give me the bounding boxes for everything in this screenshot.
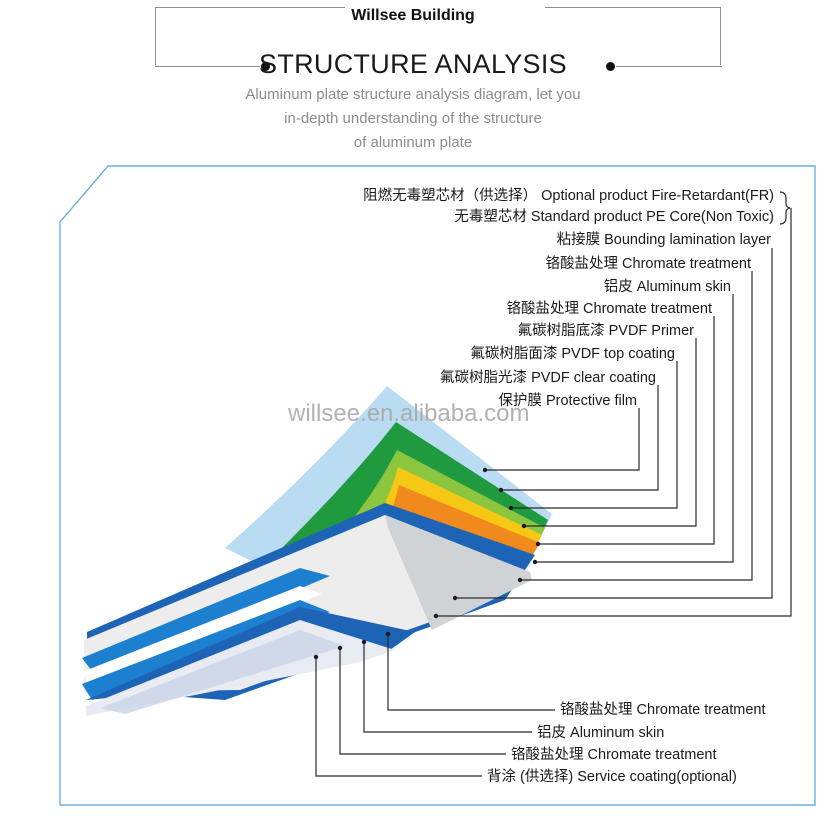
leader-chromate-2 bbox=[538, 316, 715, 545]
brand-frame-gap bbox=[345, 0, 545, 30]
leader-chromate-1 bbox=[520, 271, 753, 581]
leader-aluminum-top bbox=[535, 294, 734, 563]
leader-clear-coating-dot bbox=[498, 487, 504, 493]
leader-service-coating-dot bbox=[313, 654, 319, 660]
label-chromate-1: 铬酸盐处理 Chromate treatment bbox=[546, 255, 751, 272]
label-pe-core: 无毒塑芯材 Standard product PE Core(Non Toxic… bbox=[454, 208, 774, 225]
subtitle-line-1: Aluminum plate structure analysis diagra… bbox=[245, 86, 581, 103]
leader-chromate-1-dot bbox=[517, 577, 523, 583]
label-protective-film: 保护膜 Protective film bbox=[498, 392, 637, 409]
leader-protective-film-dot bbox=[482, 467, 488, 473]
leader-aluminum-top-dot bbox=[532, 559, 538, 565]
label-pvdf-top-coating: 氟碳树脂面漆 PVDF top coating bbox=[470, 345, 675, 362]
heading-rule-left bbox=[155, 66, 260, 67]
leader-bonding bbox=[455, 248, 773, 599]
page-title: STRUCTURE ANALYSIS bbox=[259, 49, 567, 79]
leader-top-coating bbox=[511, 361, 678, 509]
subtitle-line-3: of aluminum plate bbox=[353, 134, 473, 151]
leader-clear-coating bbox=[501, 385, 659, 491]
label-pvdf-clear-coating: 氟碳树脂光漆 PVDF clear coating bbox=[440, 369, 656, 386]
label-aluminum-skin-top: 铝皮 Aluminum skin bbox=[604, 278, 731, 295]
leader-top-coating-dot bbox=[508, 505, 514, 511]
heading-rule-right bbox=[616, 66, 722, 67]
label-service-coating: 背涂 (供选择) Service coating(optional) bbox=[487, 768, 737, 785]
heading-row: STRUCTURE ANALYSIS bbox=[0, 47, 826, 83]
leader-chromate-bottom-2-dot bbox=[337, 645, 343, 651]
label-pvdf-primer: 氟碳树脂底漆 PVDF Primer bbox=[518, 322, 695, 339]
leader-core-dot bbox=[433, 613, 439, 619]
label-bonding-layer: 粘接膜 Bounding lamination layer bbox=[557, 231, 772, 248]
leader-chromate-2-dot bbox=[535, 541, 541, 547]
diagram-frame bbox=[59, 165, 816, 806]
core-options-brace bbox=[779, 191, 791, 225]
label-fire-retardant: 阻燃无毒塑芯材（供选择） Optional product Fire-Retar… bbox=[363, 186, 774, 204]
leader-chromate-bottom-1-dot bbox=[385, 631, 391, 637]
leader-primer-dot bbox=[521, 523, 527, 529]
leader-service-coating bbox=[315, 657, 482, 777]
label-aluminum-skin-bottom: 铝皮 Aluminum skin bbox=[537, 724, 664, 741]
core-edge bbox=[385, 515, 532, 630]
leader-chromate-bottom-2 bbox=[339, 648, 506, 755]
leader-aluminum-bottom-dot bbox=[361, 639, 367, 645]
leader-core bbox=[436, 208, 792, 617]
leader-bonding-dot bbox=[452, 595, 458, 601]
heading-dot-right bbox=[606, 62, 615, 71]
heading-dot-left bbox=[261, 62, 270, 71]
leader-aluminum-bottom bbox=[363, 642, 532, 733]
label-chromate-2: 铬酸盐处理 Chromate treatment bbox=[507, 300, 712, 317]
leader-chromate-bottom-1 bbox=[387, 634, 555, 711]
printed-film-pattern bbox=[100, 630, 345, 714]
label-chromate-bottom-1: 铬酸盐处理 Chromate treatment bbox=[560, 701, 765, 718]
subtitle-line-2: in-depth understanding of the structure bbox=[284, 110, 542, 127]
leader-protective-film bbox=[485, 408, 640, 471]
watermark: willsee.en.alibaba.com bbox=[287, 400, 529, 427]
leader-primer bbox=[524, 338, 697, 527]
brand-name: Willsee Building bbox=[351, 7, 475, 24]
label-chromate-bottom-2: 铬酸盐处理 Chromate treatment bbox=[511, 746, 716, 763]
